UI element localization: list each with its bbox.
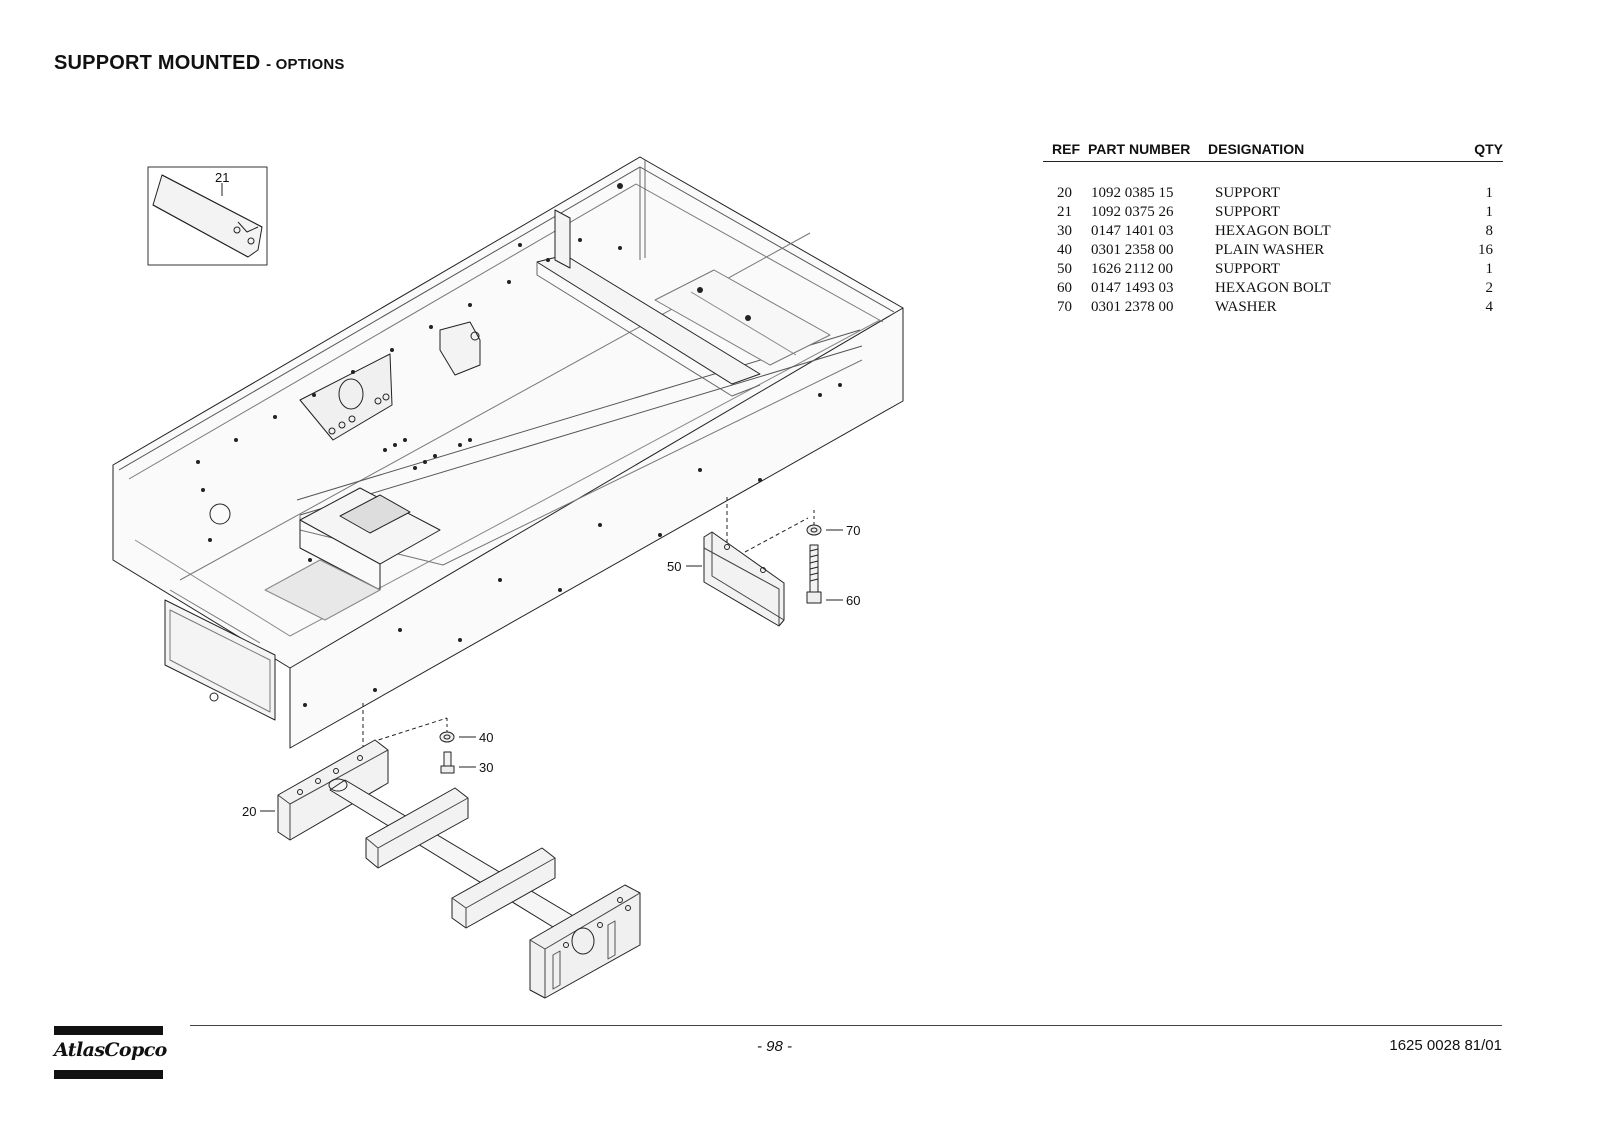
cell-ref: 70 xyxy=(1057,299,1072,315)
exploded-diagram: 21 70 50 60 40 30 20 xyxy=(112,156,904,999)
parts-table-header: REF PART NUMBER DESIGNATION QTY xyxy=(1043,141,1503,162)
cell-qty: 1 xyxy=(1485,185,1494,201)
logo-text: AtlasCopco xyxy=(54,1039,167,1061)
logo-bar-top xyxy=(54,1026,163,1035)
cell-designation: SUPPORT xyxy=(1215,204,1280,220)
cell-designation: SUPPORT xyxy=(1215,185,1280,201)
washer-70 xyxy=(806,524,822,536)
cell-ref: 21 xyxy=(1057,204,1072,220)
cell-part-number: 0301 2358 00 xyxy=(1091,242,1174,258)
cell-qty: 4 xyxy=(1485,299,1494,315)
bolt-30 xyxy=(443,751,452,767)
logo-bar-bottom xyxy=(54,1070,163,1079)
col-qty-header: QTY xyxy=(1474,141,1503,157)
title-main: SUPPORT MOUNTED xyxy=(54,52,261,74)
washer-40 xyxy=(439,731,455,743)
table-row: 21 1092 0375 26 SUPPORT 1 xyxy=(1043,203,1503,222)
callout-60: 60 xyxy=(846,593,860,608)
inset-bracket xyxy=(152,174,263,258)
cell-part-number: 1092 0385 15 xyxy=(1091,185,1174,201)
atlas-copco-logo: AtlasCopco xyxy=(54,1026,167,1079)
cell-ref: 40 xyxy=(1057,242,1072,258)
callout-70: 70 xyxy=(846,523,860,538)
cell-qty: 16 xyxy=(1478,242,1493,258)
cell-part-number: 0147 1401 03 xyxy=(1091,223,1174,239)
col-designation-header: DESIGNATION xyxy=(1208,141,1305,157)
table-row: 30 0147 1401 03 HEXAGON BOLT 8 xyxy=(1043,222,1503,241)
page-number: - 98 - xyxy=(757,1038,793,1055)
footer-divider xyxy=(190,1025,1502,1026)
cell-qty: 8 xyxy=(1485,223,1494,239)
cell-ref: 50 xyxy=(1057,261,1072,277)
cell-part-number: 0301 2378 00 xyxy=(1091,299,1174,315)
table-row: 20 1092 0385 15 SUPPORT 1 xyxy=(1043,184,1503,203)
support-20 xyxy=(260,739,641,999)
cell-ref: 20 xyxy=(1057,185,1072,201)
cell-qty: 1 xyxy=(1485,204,1494,220)
callout-40: 40 xyxy=(479,730,493,745)
table-row: 60 0147 1493 03 HEXAGON BOLT 2 xyxy=(1043,279,1503,298)
table-row: 70 0301 2378 00 WASHER 4 xyxy=(1043,298,1503,317)
col-ref-header: REF xyxy=(1052,141,1080,157)
cell-designation: HEXAGON BOLT xyxy=(1215,280,1331,296)
title-subtitle: - OPTIONS xyxy=(266,56,345,73)
table-row: 50 1626 2112 00 SUPPORT 1 xyxy=(1043,260,1503,279)
cell-designation: SUPPORT xyxy=(1215,261,1280,277)
callout-20: 20 xyxy=(242,804,256,819)
cell-part-number: 0147 1493 03 xyxy=(1091,280,1174,296)
parts-table-body: 20 1092 0385 15 SUPPORT 1 21 1092 0375 2… xyxy=(1043,184,1503,317)
cell-qty: 1 xyxy=(1485,261,1494,277)
cell-ref: 60 xyxy=(1057,280,1072,296)
cell-designation: PLAIN WASHER xyxy=(1215,242,1325,258)
callout-50: 50 xyxy=(667,559,681,574)
callout-21: 21 xyxy=(215,170,229,185)
callout-30: 30 xyxy=(479,760,493,775)
document-number: 1625 0028 81/01 xyxy=(1389,1037,1502,1054)
page-title: SUPPORT MOUNTED - OPTIONS xyxy=(54,52,345,75)
cell-designation: WASHER xyxy=(1215,299,1277,315)
col-part-number-header: PART NUMBER xyxy=(1088,141,1191,157)
cell-designation: HEXAGON BOLT xyxy=(1215,223,1331,239)
table-row: 40 0301 2358 00 PLAIN WASHER 16 xyxy=(1043,241,1503,260)
parts-table: REF PART NUMBER DESIGNATION QTY 20 1092 … xyxy=(1043,141,1503,317)
cell-part-number: 1626 2112 00 xyxy=(1091,261,1173,277)
cell-ref: 30 xyxy=(1057,223,1072,239)
cell-part-number: 1092 0375 26 xyxy=(1091,204,1174,220)
cell-qty: 2 xyxy=(1485,280,1494,296)
inset-box xyxy=(147,166,268,266)
